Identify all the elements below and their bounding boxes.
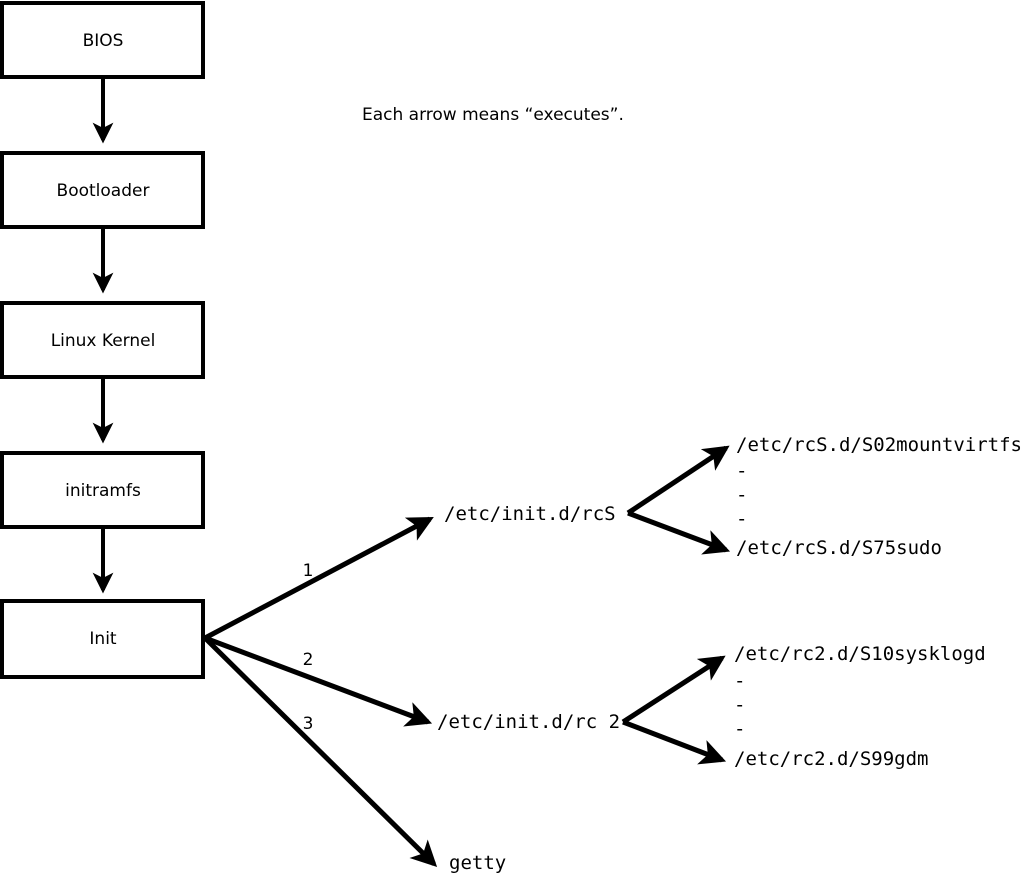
edge-rc2-to-last-script-line (622, 719, 727, 765)
label-rcs-first-script: /etc/rcS.d/S02mountvirtfs (736, 434, 1022, 456)
node-init-rect (0, 599, 205, 679)
node-linux-kernel-label: Linux Kernel (51, 331, 156, 351)
node-initramfs: initramfs (0, 451, 205, 529)
node-bootloader-rect (0, 151, 205, 229)
node-linux-kernel-rect (0, 301, 205, 379)
rc2-ellipsis-dash-2: - (734, 694, 745, 716)
label-init-d-rc2: /etc/init.d/rc 2 (437, 711, 620, 733)
diagram-caption: Each arrow means “executes”. (362, 105, 624, 125)
edge-init-to-getty-line (203, 636, 438, 868)
label-rc2-first-script: /etc/rc2.d/S10sysklogd (734, 643, 986, 665)
edge-init-to-rc2-line (204, 635, 433, 727)
label-rc2-last-script: /etc/rc2.d/S99gdm (734, 748, 928, 770)
branch-number-1: 1 (303, 561, 314, 581)
node-linux-kernel: Linux Kernel (0, 301, 205, 379)
edge-init-to-rc2: 2 (204, 635, 433, 727)
edge-init-to-rcs: 1 (203, 516, 434, 641)
node-bootloader-label: Bootloader (57, 181, 150, 201)
label-getty: getty (449, 852, 506, 874)
label-init-d-rcs: /etc/init.d/rcS (444, 503, 616, 525)
node-bios: BIOS (0, 1, 205, 79)
node-init: Init (0, 599, 205, 679)
edge-rcs-to-last-script-line (627, 510, 731, 555)
edge-rc2-to-first-script (621, 655, 726, 725)
label-rcs-last-script: /etc/rcS.d/S75sudo (736, 537, 942, 559)
edge-init-to-rcs-line (203, 516, 434, 641)
edge-init-to-getty: 3 (203, 636, 438, 868)
rcs-ellipsis-dash-1: - (736, 460, 747, 482)
edge-rc2-to-last-script (622, 719, 727, 765)
rc2-ellipsis-dash-3: - (734, 718, 745, 740)
rc2-ellipsis-dash-1: - (734, 670, 745, 692)
node-bios-rect (0, 1, 205, 79)
node-bootloader: Bootloader (0, 151, 205, 229)
edge-rc2-to-first-script-line (621, 655, 726, 725)
edge-rcs-to-first-script (626, 445, 730, 516)
rcs-ellipsis-dash-2: - (736, 484, 747, 506)
node-init-label: Init (89, 629, 117, 649)
edge-rcs-to-first-script-line (626, 445, 730, 516)
branch-number-3: 3 (303, 714, 314, 734)
node-bios-label: BIOS (83, 31, 124, 51)
edge-rcs-to-last-script (627, 510, 731, 555)
branch-number-2: 2 (303, 650, 314, 670)
node-initramfs-label: initramfs (65, 481, 141, 501)
rcs-ellipsis-dash-3: - (736, 508, 747, 530)
